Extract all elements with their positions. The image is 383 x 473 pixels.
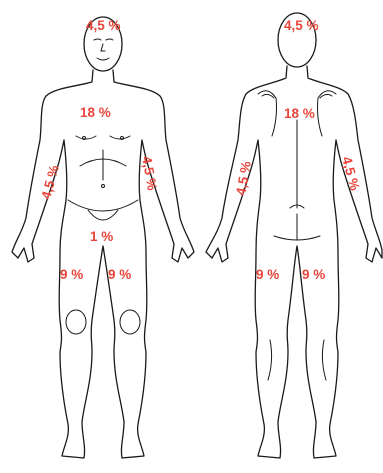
back-torso-label: 18 % xyxy=(284,106,315,121)
front-right-leg-label: 9 % xyxy=(60,267,83,282)
front-chest-label: 18 % xyxy=(80,105,111,120)
front-genital-label: 1 % xyxy=(90,229,113,244)
front-head-label: 4,5 % xyxy=(86,18,121,33)
back-right-arm-label: 4,5 % xyxy=(233,160,254,197)
front-left-arm-label: 4,5 % xyxy=(139,155,160,192)
back-right-leg-label: 9 % xyxy=(256,267,279,282)
front-right-arm-label: 4,5 % xyxy=(38,164,61,201)
front-left-leg-label: 9 % xyxy=(108,267,131,282)
back-head-label: 4,5 % xyxy=(284,18,319,33)
back-left-leg-label: 9 % xyxy=(302,267,325,282)
back-figure xyxy=(206,13,382,458)
back-left-arm-label: 4,5 % xyxy=(339,155,362,192)
